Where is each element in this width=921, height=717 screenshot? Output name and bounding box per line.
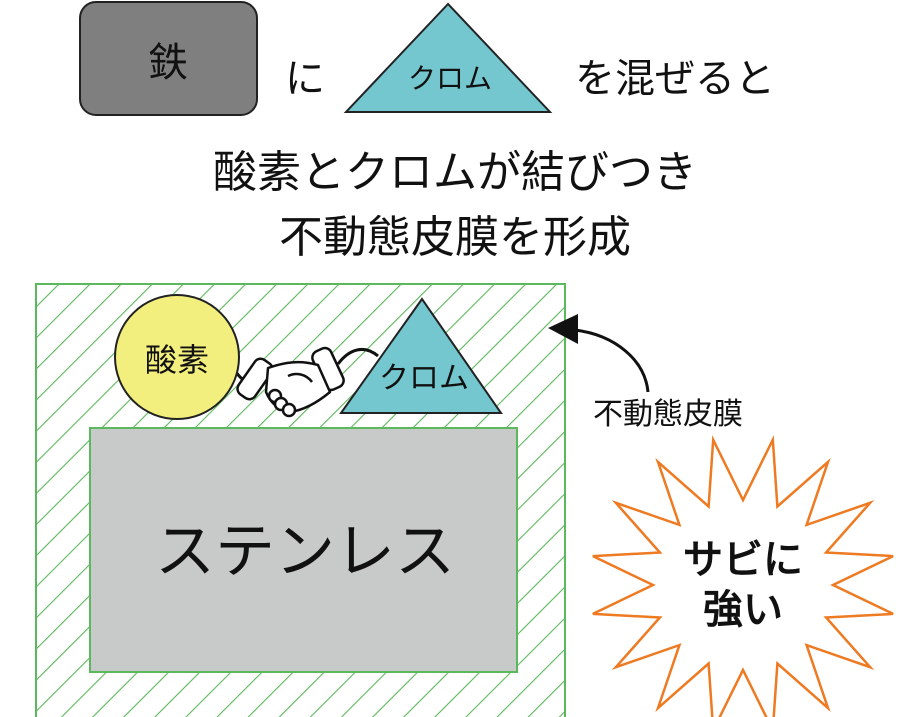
burst-line2: 強い: [703, 586, 783, 633]
iron-box: 鉄: [79, 1, 258, 116]
film-label: 不動態皮膜: [593, 397, 743, 432]
chromium-connector: [336, 347, 379, 365]
chromium-triangle: クロム: [339, 297, 503, 414]
starburst-shape: [592, 435, 894, 717]
stainless-block: ステンレス: [89, 427, 518, 673]
oxygen-circle: 酸素: [114, 294, 240, 420]
handshake-icon: [236, 346, 345, 418]
chromium-label-top: クロム: [408, 62, 492, 95]
mix-text: を混ぜると: [575, 56, 775, 102]
oxygen-label: 酸素: [145, 341, 209, 379]
rust-resistant-burst: サビに 強い: [592, 435, 894, 717]
headline-line2: 不動態皮膜を形成: [279, 212, 631, 263]
stainless-label: ステンレス: [155, 517, 455, 587]
chromium-label: クロム: [379, 361, 469, 396]
burst-line1: サビに: [683, 536, 803, 583]
headline-line1: 酸素とクロムが結びつき: [213, 147, 697, 198]
chromium-triangle-top: クロム: [343, 2, 553, 113]
iron-label: 鉄: [148, 40, 188, 86]
film-arrow: [548, 314, 650, 393]
particle-ni: に: [285, 56, 325, 102]
